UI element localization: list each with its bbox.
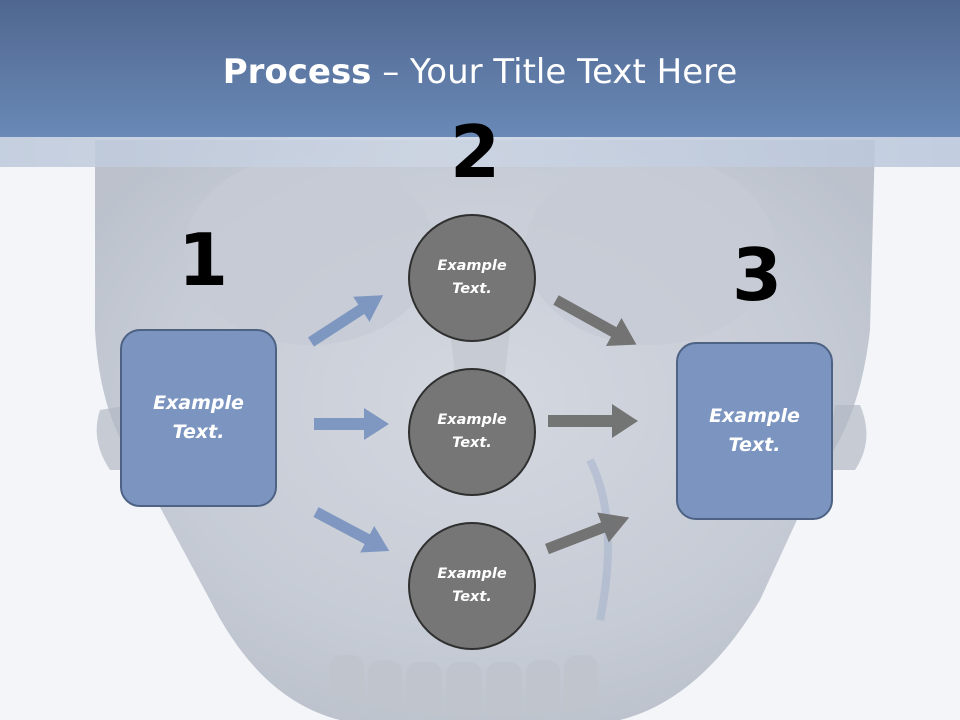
step-number-2: 2 (450, 110, 501, 194)
step-number-1: 1 (178, 218, 229, 302)
process-circle-bottom-text: Example Text. (437, 566, 507, 605)
process-circle-top: Example Text. (408, 214, 536, 342)
right-process-box: Example Text. (676, 342, 833, 520)
process-circle-top-text: Example Text. (437, 258, 507, 297)
right-process-box-text: Example Text. (709, 405, 800, 456)
process-circle-bottom: Example Text. (408, 522, 536, 650)
slide-title-rest: – Your Title Text Here (371, 52, 738, 92)
step-number-3: 3 (732, 233, 783, 317)
slide-title: Process – Your Title Text Here (0, 52, 960, 92)
process-circle-middle: Example Text. (408, 368, 536, 496)
left-process-box-text: Example Text. (153, 392, 244, 443)
left-process-box: Example Text. (120, 329, 277, 507)
title-banner (0, 0, 960, 137)
title-banner-strip (0, 137, 960, 167)
process-circle-middle-text: Example Text. (437, 412, 507, 451)
slide-title-bold: Process (222, 52, 372, 92)
